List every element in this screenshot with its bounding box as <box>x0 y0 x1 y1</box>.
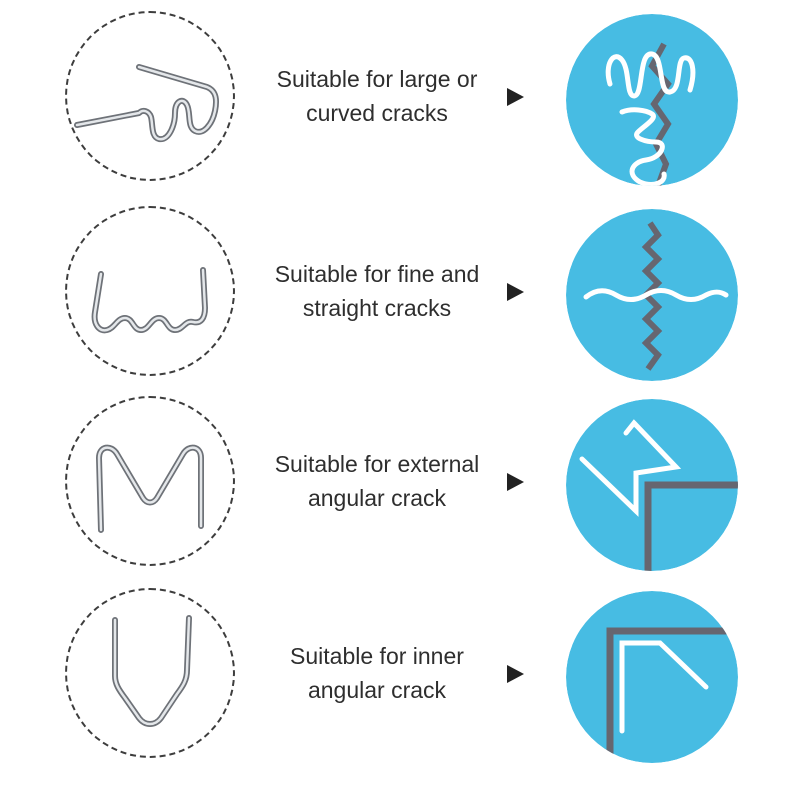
m-shaped-staple-icon <box>96 444 204 533</box>
wavy-staple-circle <box>65 11 235 181</box>
staple-caption: Suitable for inner angular crack <box>262 588 492 758</box>
inner-angle-crack-repair-icon <box>566 591 738 763</box>
flat-wave-staple-circle <box>65 206 235 376</box>
caption-line-1: Suitable for fine and <box>274 261 480 287</box>
arrow-right-icon <box>507 283 524 301</box>
caption-line-2: angular crack <box>307 485 447 511</box>
staple-row-external-angular: Suitable for external angular crack <box>0 396 800 581</box>
arrow-right-icon <box>507 473 524 491</box>
straight-crack-repair-icon <box>566 209 738 381</box>
arrow-right-icon <box>507 88 524 106</box>
staple-caption: Suitable for fine and straight cracks <box>262 206 492 376</box>
caption-line-2: angular crack <box>307 677 447 703</box>
caption-line-2: curved cracks <box>306 100 448 126</box>
caption-line-1: Suitable for large or <box>276 66 478 92</box>
caption-line-1: Suitable for inner <box>290 643 464 669</box>
m-shaped-staple-circle <box>65 396 235 566</box>
curved-crack-repair-icon <box>566 14 738 186</box>
flat-wave-staple-icon <box>91 267 208 334</box>
staple-caption: Suitable for external angular crack <box>262 396 492 566</box>
staple-row-large-curved: Suitable for large or curved cracks <box>0 11 800 196</box>
straight-crack-circle <box>566 209 738 381</box>
caption-line-2: straight cracks <box>302 295 452 321</box>
staple-row-inner-angular: Suitable for inner angular crack <box>0 588 800 773</box>
curved-crack-circle <box>566 14 738 186</box>
staple-row-fine-straight: Suitable for fine and straight cracks <box>0 206 800 391</box>
caption-line-1: Suitable for external <box>274 451 480 477</box>
wavy-staple-icon <box>74 64 219 143</box>
staple-caption: Suitable for large or curved cracks <box>262 11 492 181</box>
arrow-right-icon <box>507 665 524 683</box>
v-shaped-staple-circle <box>65 588 235 758</box>
external-angle-crack-circle <box>566 399 738 571</box>
v-shaped-staple-icon <box>112 615 192 727</box>
inner-angle-crack-circle <box>566 591 738 763</box>
external-angle-crack-repair-icon <box>566 399 738 571</box>
